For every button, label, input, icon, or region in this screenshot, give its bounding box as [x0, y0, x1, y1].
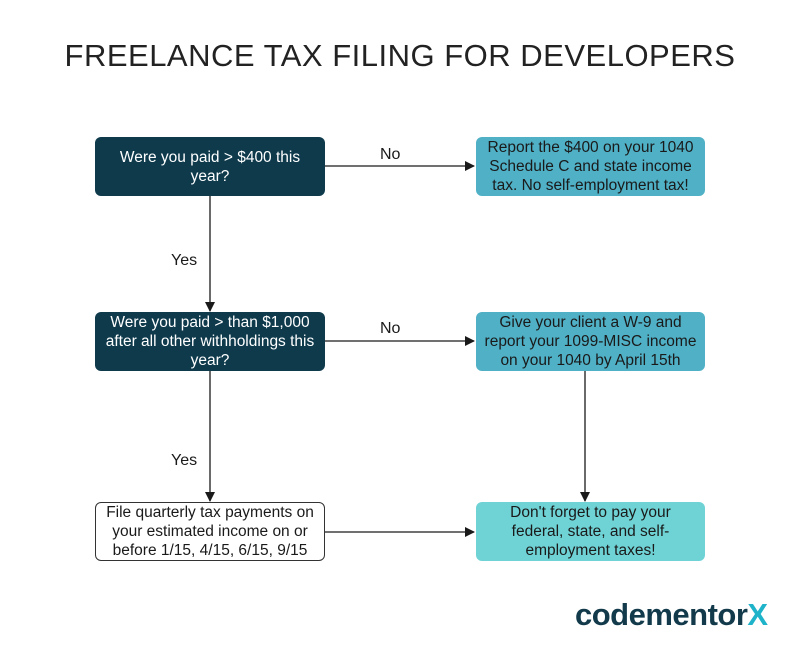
- edge-label-no: No: [380, 146, 401, 163]
- result-give-w9: Give your client a W-9 and report your 1…: [476, 312, 705, 371]
- edge-label-yes: Yes: [171, 252, 198, 269]
- result-report-schedule-c: Report the $400 on your 1040 Schedule C …: [476, 137, 705, 196]
- edge-label-yes: Yes: [171, 452, 198, 469]
- logo-x-mark: X: [747, 597, 768, 632]
- codementor-logo: codementorX: [575, 597, 768, 633]
- reminder-pay-taxes: Don't forget to pay your federal, state,…: [476, 502, 705, 561]
- action-quarterly-payments: File quarterly tax payments on your esti…: [95, 502, 325, 561]
- question-paid-over-400: Were you paid > $400 this year?: [95, 137, 325, 196]
- question-paid-over-1000: Were you paid > than $1,000 after all ot…: [95, 312, 325, 371]
- edge-label-no: No: [380, 320, 401, 337]
- logo-text: codementor: [575, 597, 748, 632]
- page-title: FREELANCE TAX FILING FOR DEVELOPERS: [64, 38, 736, 73]
